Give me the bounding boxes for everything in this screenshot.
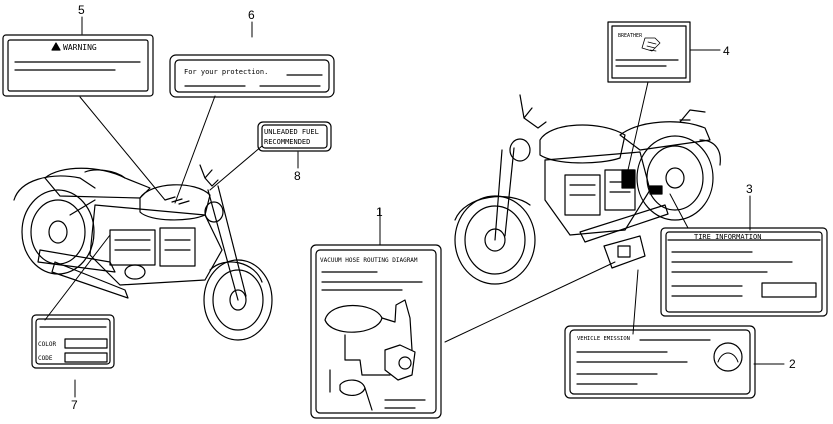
warning-label-text: WARNING	[63, 43, 97, 52]
callout-8: 8	[294, 169, 301, 183]
emission-sticker-location	[603, 235, 646, 269]
callout-2: 2	[789, 357, 796, 371]
callout-1: 1	[376, 205, 383, 219]
fuel-label-line2: RECOMMENDED	[264, 138, 310, 146]
color-code-label-color: COLOR	[38, 341, 56, 348]
protection-label[interactable]: For your protection.	[169, 54, 335, 98]
callout-5: 5	[78, 3, 85, 17]
fuel-label[interactable]: UNLEADED FUEL RECOMMENDED	[257, 121, 332, 152]
tire-information-label[interactable]: TIRE INFORMATION	[660, 227, 828, 317]
warning-label[interactable]: WARNING	[2, 34, 154, 97]
callout-7: 7	[71, 398, 78, 412]
vacuum-hose-routing-label-text: VACUUM HOSE ROUTING DIAGRAM	[320, 257, 418, 264]
tire-information-label-text: TIRE INFORMATION	[694, 233, 761, 241]
vacuum-hose-routing-label[interactable]: VACUUM HOSE ROUTING DIAGRAM	[310, 244, 442, 419]
vehicle-emission-label[interactable]: VEHICLE EMISSION	[564, 325, 756, 399]
callout-3: 3	[746, 182, 753, 196]
breather-label[interactable]: BREATHER	[607, 21, 691, 83]
callout-numbers: 5 6 8 4 3 1 2 7	[71, 3, 796, 412]
color-code-label-code: CODE	[38, 355, 53, 362]
breather-label-text: BREATHER	[618, 33, 643, 39]
leader-lines	[44, 16, 785, 398]
fuel-label-line1: UNLEADED FUEL	[264, 128, 319, 136]
callout-6: 6	[248, 8, 255, 22]
right-motorcycle-illustration	[454, 94, 721, 285]
color-code-label[interactable]: COLOR CODE	[31, 314, 115, 369]
protection-label-text: For your protection.	[184, 68, 268, 76]
callout-4: 4	[723, 44, 730, 58]
left-motorcycle-illustration	[13, 164, 273, 341]
vehicle-emission-label-text: VEHICLE EMISSION	[577, 336, 630, 342]
